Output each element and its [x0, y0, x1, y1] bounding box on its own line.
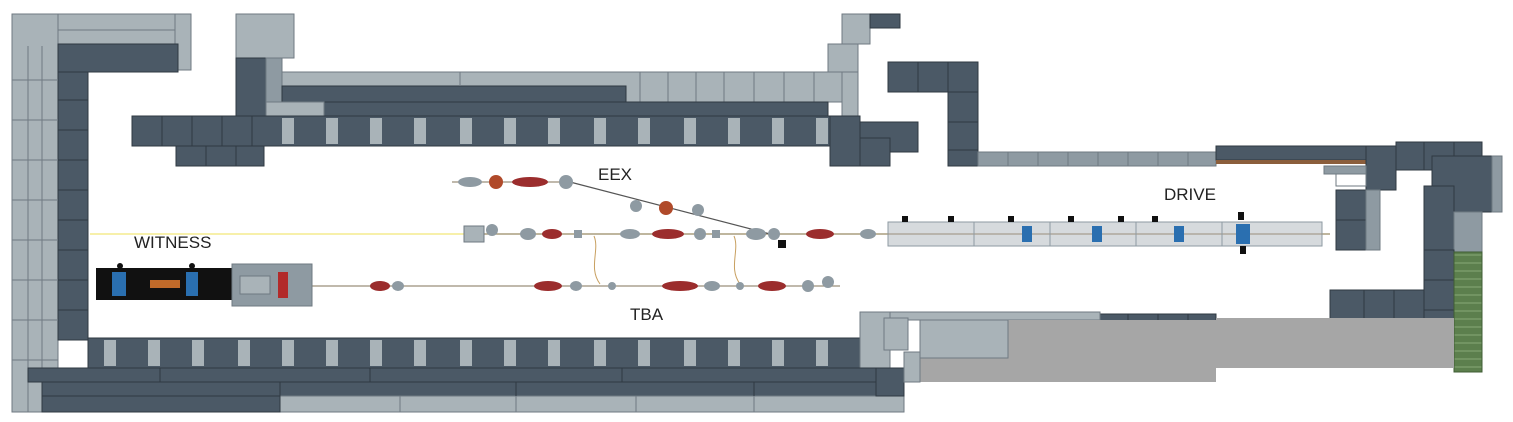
witness-label: WITNESS [134, 233, 211, 252]
eex-elements [458, 175, 704, 216]
drive-magnet [1022, 226, 1032, 242]
eex-label: EEX [598, 165, 632, 184]
drive-label: DRIVE [1164, 185, 1216, 204]
green-grate [1453, 251, 1483, 373]
main-line-elements [463, 224, 876, 248]
tba-elements [370, 276, 834, 292]
beamline-components [96, 175, 1323, 307]
shielding-blocks [11, 13, 1503, 413]
tba-label: TBA [630, 305, 664, 324]
floor-area [1216, 318, 1428, 368]
bottom-wall-blocks [27, 311, 921, 413]
left-wall-blocks [12, 43, 179, 412]
upper-inner-wall [131, 115, 919, 167]
drive-section [887, 212, 1323, 254]
right-lower-wall [859, 289, 1454, 382]
witness-magnet [112, 272, 126, 296]
witness-rf-cavity [278, 272, 288, 298]
witness-section [96, 263, 313, 307]
top-wall-blocks [235, 13, 901, 117]
